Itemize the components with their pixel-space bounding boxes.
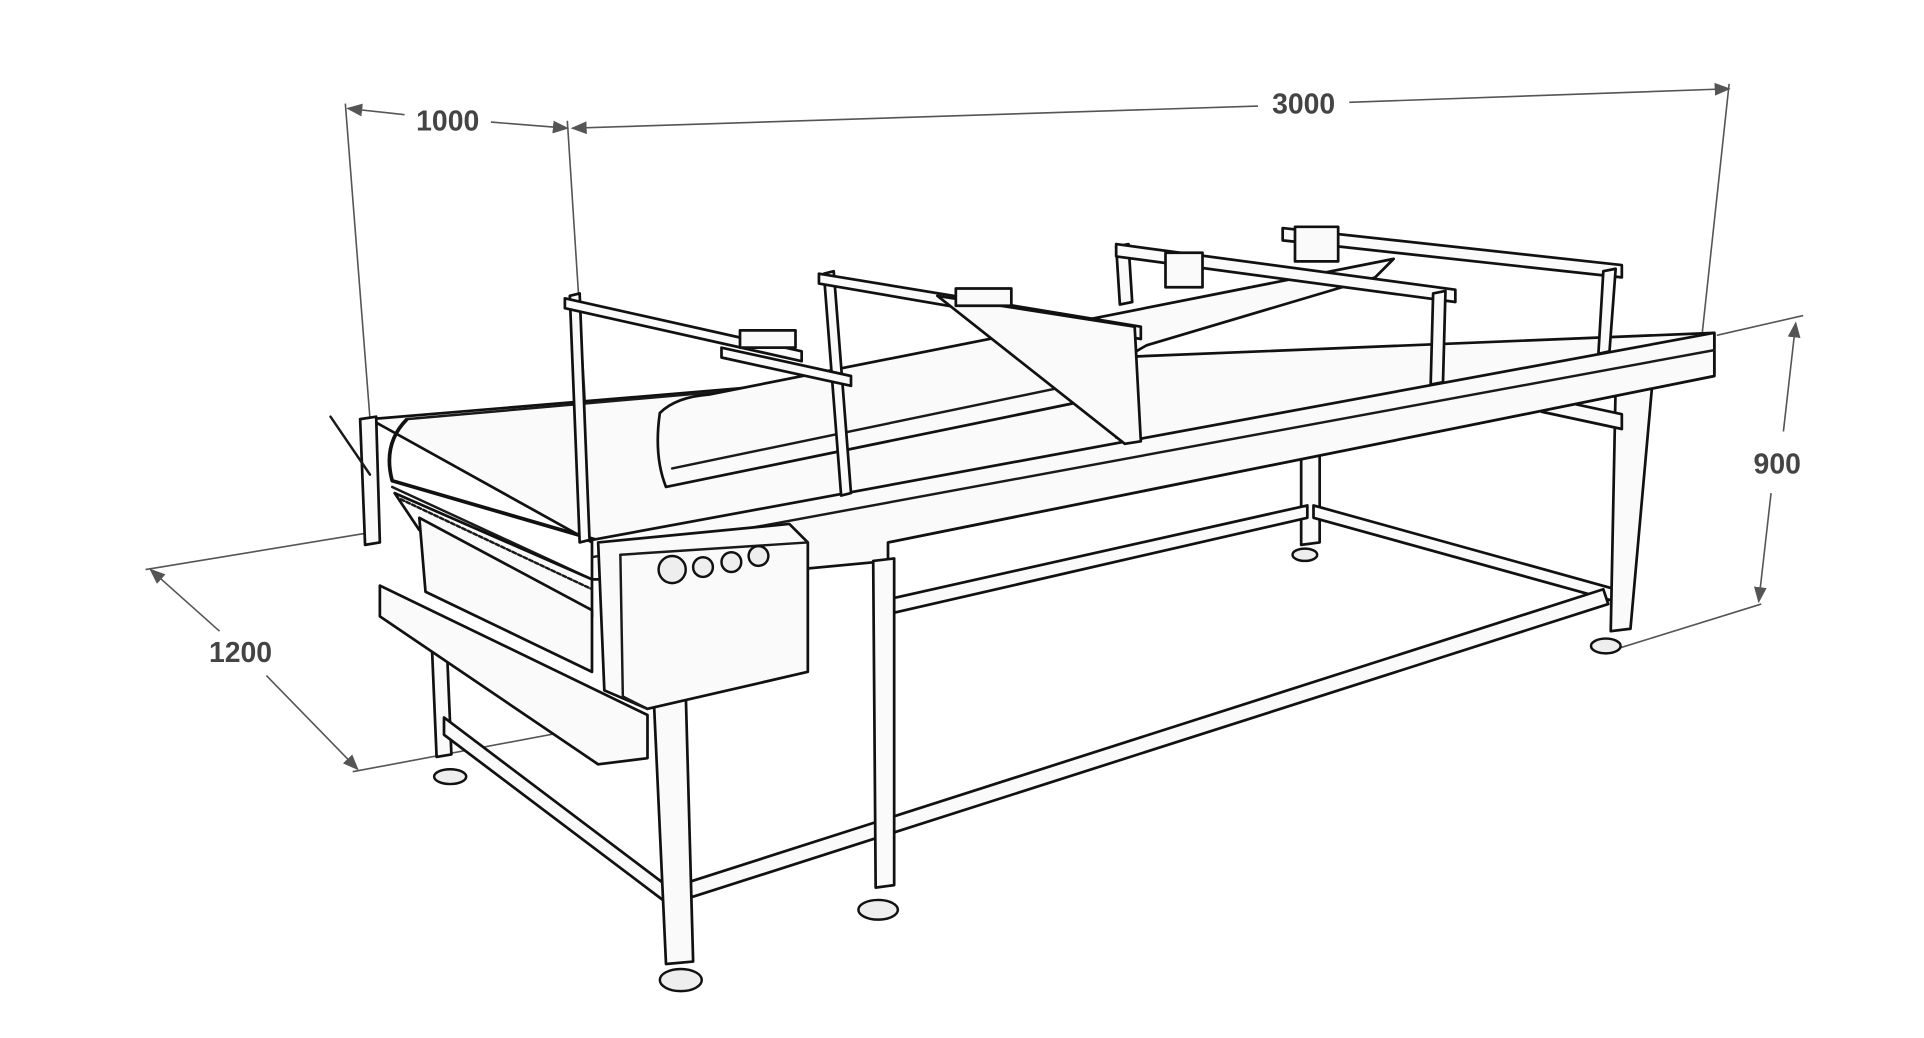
control-knob[interactable] bbox=[720, 551, 743, 574]
control-knob[interactable] bbox=[747, 544, 770, 568]
dimension-900: 900 bbox=[1617, 314, 1804, 650]
leg-front-middle bbox=[871, 557, 896, 889]
control-knob[interactable] bbox=[691, 555, 715, 579]
dimension-3000: 3000 bbox=[570, 82, 1731, 336]
control-panel bbox=[596, 522, 810, 711]
leg-front-left bbox=[652, 691, 695, 966]
dimension-label-3000: 3000 bbox=[1272, 88, 1335, 120]
dimension-label-900: 900 bbox=[1754, 448, 1801, 480]
overhead-frame bbox=[563, 225, 1624, 544]
dimension-label-1200: 1200 bbox=[209, 637, 272, 669]
control-knob[interactable] bbox=[657, 554, 687, 585]
dimension-label-1000: 1000 bbox=[416, 106, 479, 138]
dimension-1200: 1200 bbox=[145, 531, 642, 773]
